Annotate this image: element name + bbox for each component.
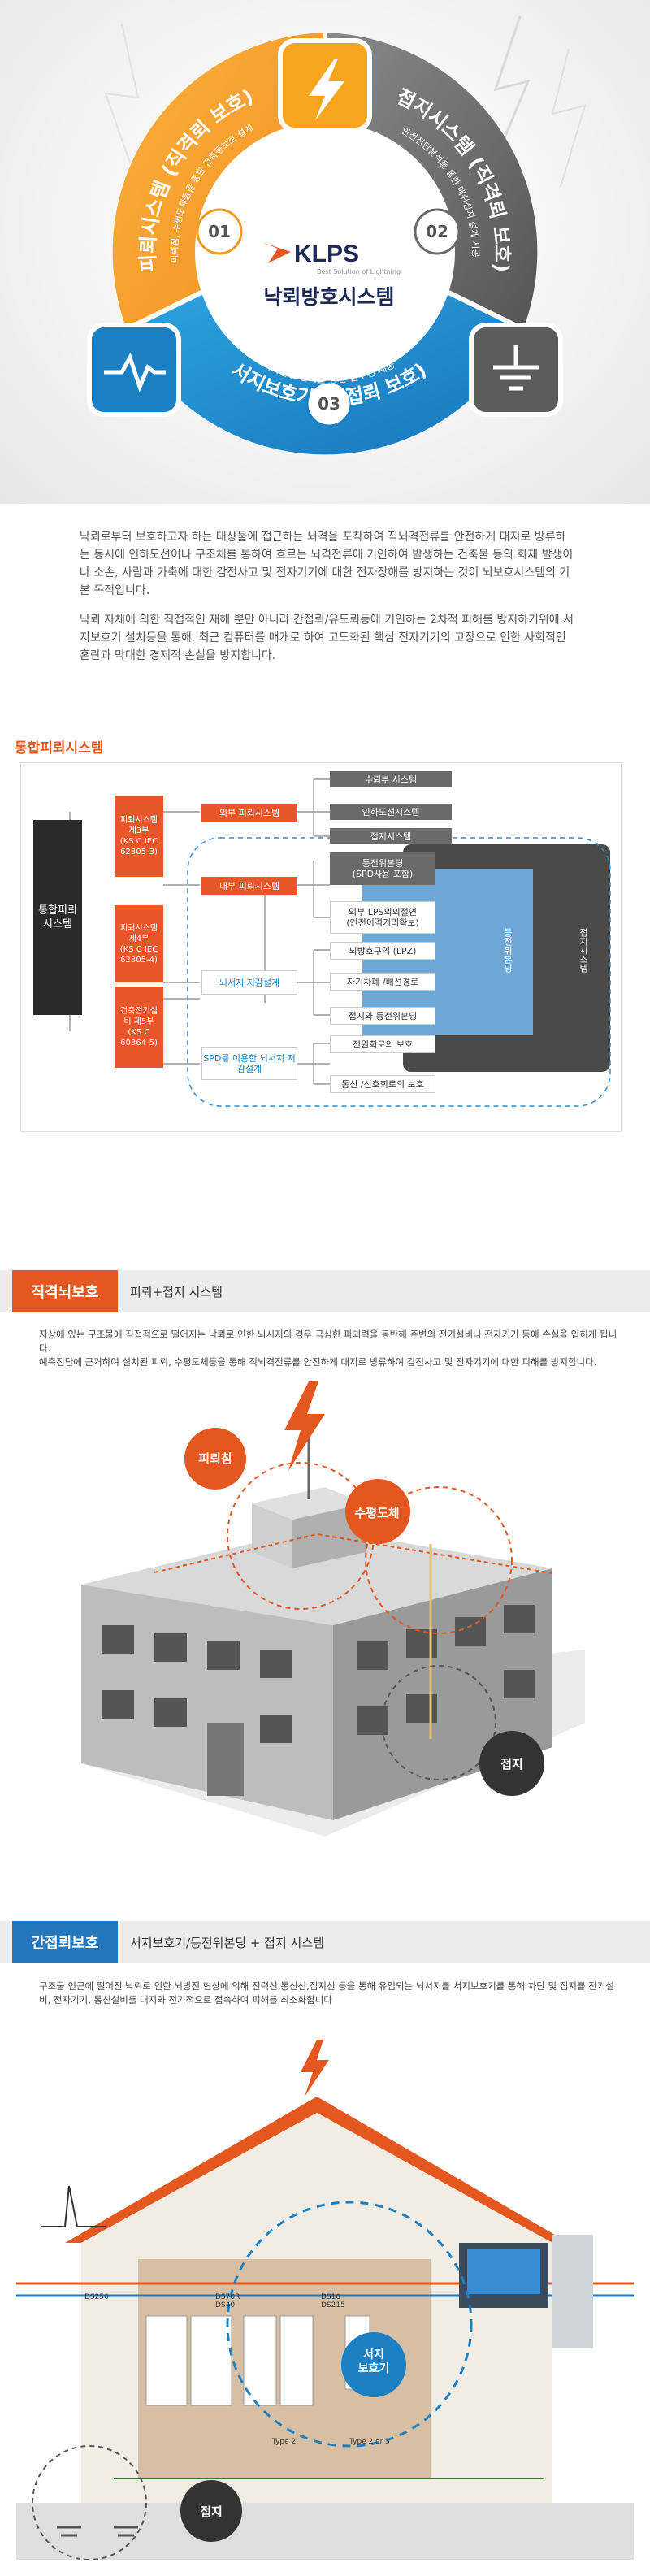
label-ds250: DS250 (84, 2293, 109, 2301)
std2-box: 피뢰시스템 제4부 (KS C IEC 62305-4) (115, 905, 163, 982)
klps-logo: KLPS (294, 241, 360, 267)
direct-band: 직격뇌보호 피뢰+접지 시스템 (0, 1270, 650, 1312)
lightning-bolt-icon (301, 2040, 329, 2097)
callout-ground-indirect: 접지 (200, 2504, 223, 2519)
leaf9-box: 전원회로의 보호 (330, 1035, 436, 1053)
integrated-diagram: 통합피뢰 시스템 피뢰시스템 제3부 (KS C IEC 62305-3) 피뢰… (20, 762, 622, 1132)
leaf1-box: 수뢰부 시스템 (330, 771, 452, 787)
leaf8-box: 접지와 등전위본딩 (330, 1007, 436, 1025)
seg2-number: 02 (426, 222, 448, 241)
seg3-number: 03 (318, 394, 340, 414)
leaf5-box: 외부 LPS의의절연 (안전이격거리확보) (330, 901, 436, 934)
indirect-paragraph: 구조물 인근에 떨어진 낙뢰로 인한 뇌방전 현상에 의해 전력선,통신선,접지… (39, 1980, 614, 2006)
direct-paragraph-1: 지상에 있는 구조물에 직접적으로 떨어지는 낙뢰로 인한 뇌시지의 경우 극심… (39, 1329, 618, 1354)
band-equipotential: 등전위본딩 (502, 927, 514, 973)
klps-logo-mark (262, 242, 291, 263)
indirect-sub: 서지보호기/등전위본딩 + 접지 시스템 (130, 1935, 324, 1950)
callout-horizontal: 수평도체 (354, 1506, 400, 1520)
leaf7-box: 자기차폐 /배선경로 (330, 973, 436, 991)
label-ds10: DS10 DS215 (321, 2293, 345, 2309)
lightning-icon (309, 59, 344, 120)
surge-wave-icon (104, 352, 166, 393)
center-title: 낙뢰방호시스템 (263, 285, 395, 309)
hero-diagram: 피뢰시스템 (직격뢰 보호) 피뢰침, 수평도체등을 통한 건축물보호 설계 접… (87, 15, 587, 455)
mid3-box: 뇌서지 저감설계 (202, 970, 297, 995)
direct-sub: 피뢰+접지 시스템 (130, 1284, 223, 1299)
callout-surge-protector: 서지 보호기 (358, 2348, 390, 2375)
indirect-label: 간접뢰보호 (12, 1921, 118, 1963)
callout-rod: 피뢰침 (198, 1451, 232, 1466)
direct-label: 직격뇌보호 (12, 1270, 118, 1312)
intro-paragraph-1: 낙뢰로부터 보호하고자 하는 대상물에 접근하는 뇌격을 포착하여 직뇌격전류를… (80, 531, 574, 597)
logo-tagline: Best Solution of Lightning (317, 268, 401, 275)
integrated-title: 통합피뢰시스템 (15, 740, 104, 757)
ground-icon (493, 345, 539, 391)
mid2-box: 내부 피뢰시스템 (202, 877, 297, 895)
leaf10-box: 통신 /신호회로의 보호 (330, 1075, 436, 1093)
indirect-band: 간접뢰보호 서지보호기/등전위본딩 + 접지 시스템 (0, 1921, 650, 1963)
mid1-box: 외부 피뢰시스템 (202, 804, 297, 822)
surge-pulse-icon (41, 2185, 106, 2227)
root-box: 통합피뢰 시스템 (33, 820, 82, 1015)
std3-box: 건축전기설 비 제5부 (KS C 60364-5) (115, 987, 163, 1068)
seg1-number: 01 (208, 222, 231, 241)
leaf6-box: 뇌방호구역 (LPZ) (330, 942, 436, 960)
intro-paragraph-2: 낙뢰 자체에 의한 직접적인 재해 뿐만 아니라 간접뢰/유도뢰등에 기인하는 … (80, 614, 574, 662)
hero-section: 피뢰시스템 (직격뢰 보호) 피뢰침, 수평도체등을 통한 건축물보호 설계 접… (0, 0, 650, 504)
leaf4-box: 등전위본딩 (SPD사용 포함) (330, 852, 436, 885)
direct-paragraph-2: 예측진단에 근거하여 설치된 피뢰, 수평도체등을 통해 직뇌격전류를 안전하게… (39, 1356, 597, 1368)
leaf2-box: 인하도선시스템 (330, 804, 452, 820)
band-grounding: 접지시스템 (578, 927, 589, 973)
diagram-connectors (58, 778, 611, 1107)
lightning-bolt-icon (284, 1381, 325, 1471)
label-type2or3: Type 2 or 3 (349, 2438, 390, 2446)
leaf3-box: 접지시스템 (330, 828, 452, 844)
mid4-box: SPD를 이용한 뇌서지 저감설계 (202, 1047, 297, 1080)
std1-box: 피뢰시스템 제3부 (KS C IEC 62305-3) (115, 796, 163, 877)
label-ds70r: DS70R DS40 (215, 2293, 240, 2309)
indirect-house-illustration (16, 2040, 634, 2560)
label-type2: Type 2 (272, 2438, 297, 2446)
callout-ground-direct: 접지 (500, 1757, 523, 1772)
direct-building-illustration (81, 1381, 585, 1837)
